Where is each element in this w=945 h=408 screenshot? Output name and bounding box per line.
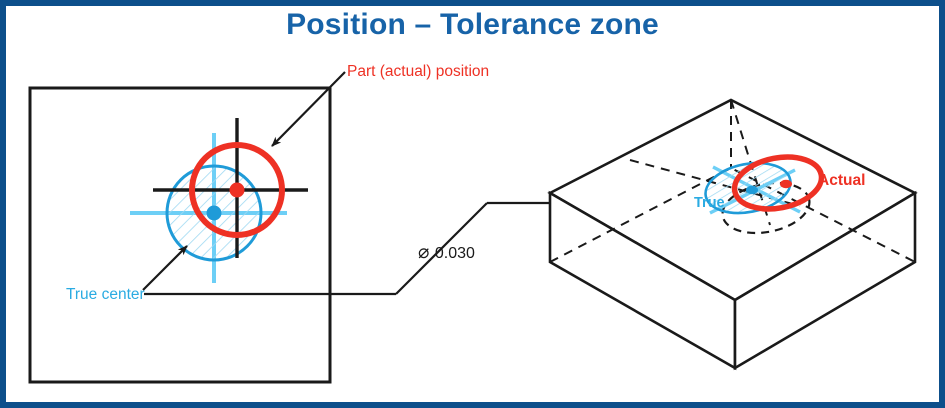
page-title: Position – Tolerance zone [286,8,659,41]
diameter-tolerance-callout: ⌀ 0.030 [418,241,475,264]
dimension-leader-group [395,201,550,295]
actual-hole-circle [189,142,285,238]
plan-view-group [28,71,396,384]
plan-view-square [28,86,332,384]
label-true: True [694,195,725,211]
label-part-actual-position: Part (actual) position [347,63,490,80]
iso-true-center-dot [746,185,758,195]
dimension-leader-diagonal [395,202,488,295]
label-true-center: True center [66,286,145,303]
part-position-leader [271,71,346,147]
iso-view-group [547,98,918,371]
iso-tolerance-zone-ellipse [704,161,792,215]
tolerance-zone-circle [165,164,263,262]
iso-actual-ellipse [731,154,825,212]
block-right-face [733,190,917,371]
diameter-tolerance-value: 0.030 [434,245,475,262]
true-center-leader [142,245,188,291]
actual-center-dot [229,182,245,198]
diameter-symbol-icon: ⌀ [418,242,431,263]
iso-actual-center-dot [780,179,792,189]
true-center-dot [206,205,222,221]
block-hidden-edges [549,166,916,263]
label-actual: Actual [818,172,866,189]
